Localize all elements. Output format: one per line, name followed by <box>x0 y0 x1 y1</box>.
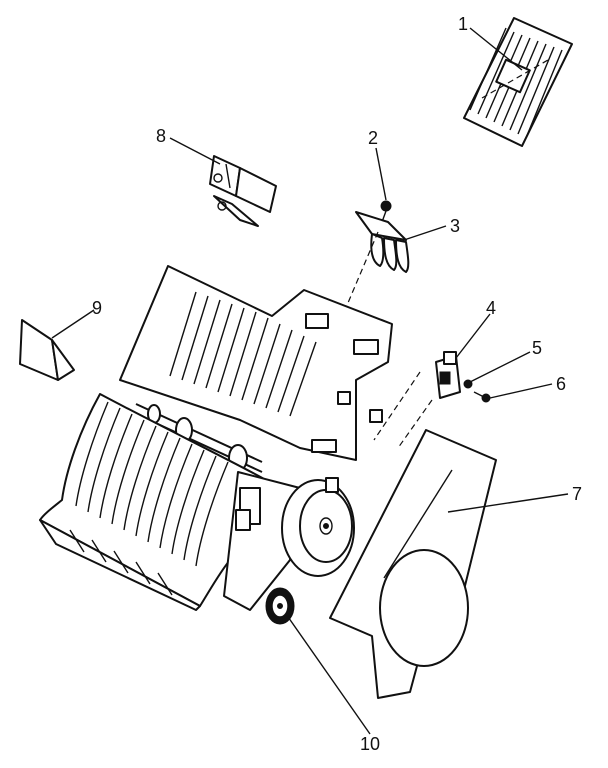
part-7-cover <box>329 429 497 699</box>
part-3-clip <box>355 211 410 273</box>
leader-lines <box>51 27 569 735</box>
callout-7: 7 <box>572 484 582 504</box>
callout-1: 1 <box>458 14 468 34</box>
callout-4: 4 <box>486 298 496 318</box>
callout-5: 5 <box>532 338 542 358</box>
drive-motor <box>281 477 355 577</box>
part-4-switch <box>397 351 461 449</box>
callout-3: 3 <box>450 216 460 236</box>
part-2-screw <box>380 200 392 223</box>
part-1-panel <box>463 17 573 147</box>
part-6-screw <box>473 391 491 403</box>
callout-9: 9 <box>92 298 102 318</box>
main-chassis <box>39 265 393 611</box>
callout-2: 2 <box>368 128 378 148</box>
callout-8: 8 <box>156 126 166 146</box>
callout-6: 6 <box>556 374 566 394</box>
callout-labels: 1 2 3 4 5 6 7 8 9 10 <box>92 14 582 754</box>
callout-10: 10 <box>360 734 380 754</box>
part-8-bracket <box>209 155 277 227</box>
part-9-plate <box>19 319 75 381</box>
